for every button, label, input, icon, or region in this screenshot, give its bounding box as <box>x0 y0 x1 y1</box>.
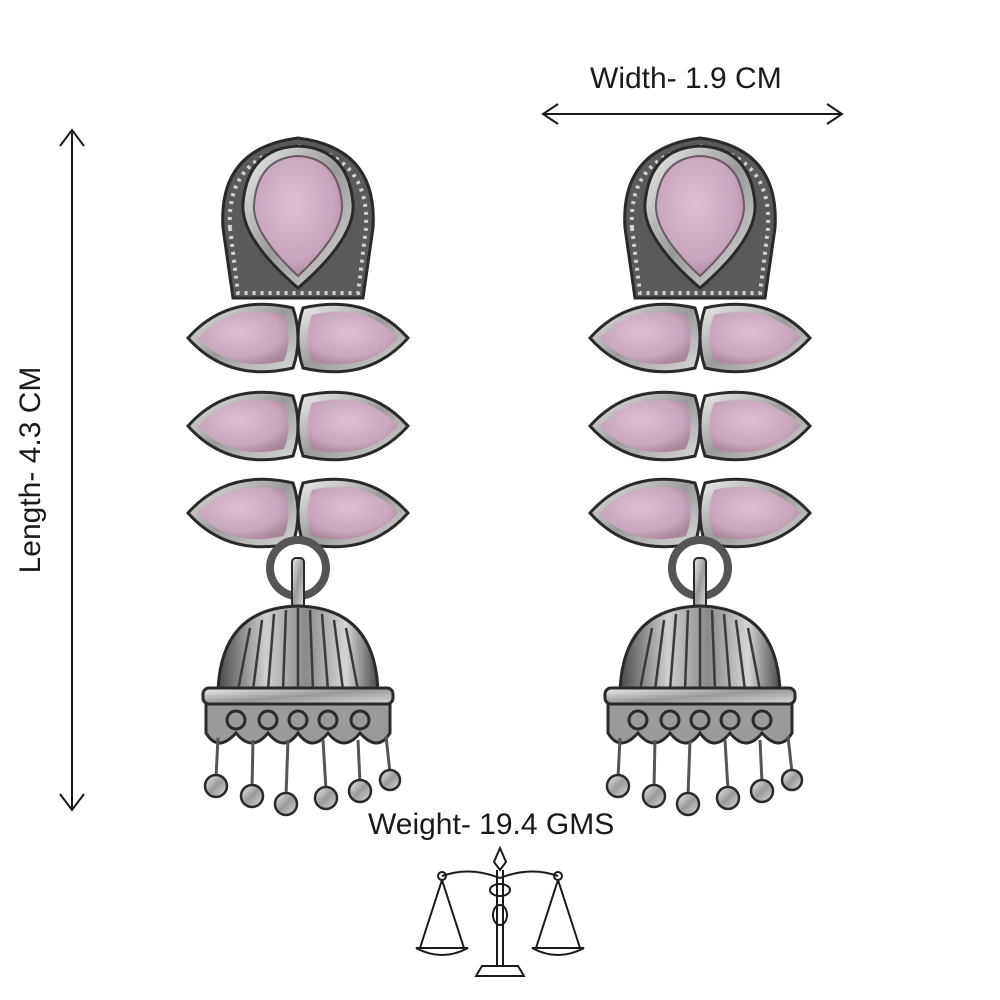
width-arrow <box>541 103 844 125</box>
length-arrow <box>59 128 85 812</box>
balance-scale-icon <box>415 845 585 977</box>
right-earring <box>590 138 810 815</box>
weight-label: Weight- 19.4 GMS <box>368 808 615 841</box>
width-label: Width- 1.9 CM <box>590 62 782 95</box>
left-earring <box>188 138 408 815</box>
length-label: Length- 4.3 CM <box>14 366 47 574</box>
